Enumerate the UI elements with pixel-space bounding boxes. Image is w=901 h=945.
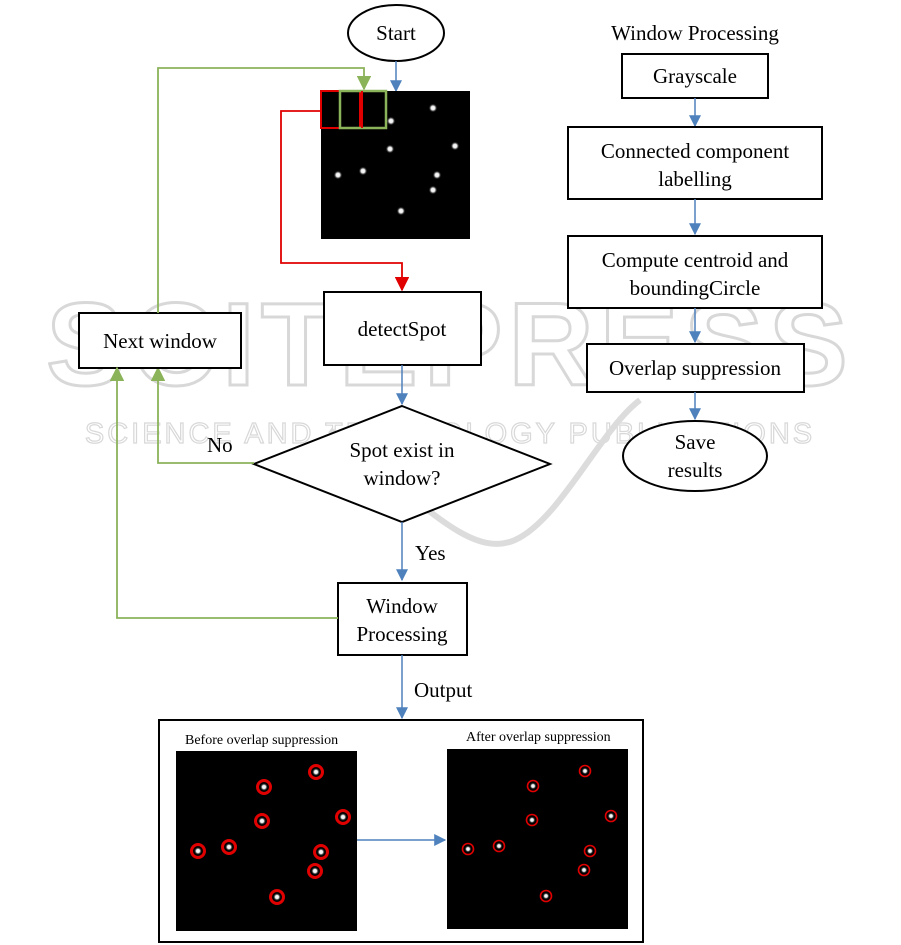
output-label: Output bbox=[414, 678, 473, 702]
detected-spot-ring bbox=[525, 813, 539, 827]
spot bbox=[333, 170, 343, 180]
yes-label: Yes bbox=[415, 541, 446, 565]
spot bbox=[428, 185, 438, 195]
save-line1: Save bbox=[675, 430, 716, 454]
window-processing-box: Window Processing bbox=[337, 582, 468, 656]
start-label: Start bbox=[376, 21, 416, 45]
window-processing-line2: Processing bbox=[357, 622, 448, 646]
decision-line2: window? bbox=[364, 466, 441, 490]
connected-component-box: Connected component labelling bbox=[567, 126, 823, 200]
spot bbox=[542, 892, 550, 900]
after-spots bbox=[461, 764, 618, 903]
window-processing-line1: Window bbox=[366, 594, 438, 618]
spot-exist-decision: Spot exist in window? bbox=[251, 404, 553, 524]
centroid-box: Compute centroid and boundingCircle bbox=[567, 235, 823, 309]
spot bbox=[317, 848, 325, 856]
detect-spot-box: detectSpot bbox=[323, 291, 482, 366]
detected-spot-ring bbox=[221, 839, 237, 855]
spot bbox=[194, 847, 202, 855]
start-node: Start bbox=[347, 4, 445, 62]
detected-spot-ring bbox=[256, 779, 272, 795]
no-label: No bbox=[207, 433, 233, 457]
save-line2: results bbox=[668, 458, 723, 482]
centroid-line1: Compute centroid and bbox=[602, 248, 789, 272]
detected-spot-ring bbox=[577, 863, 591, 877]
detected-spot-ring bbox=[539, 889, 553, 903]
window-processing-title: Window Processing bbox=[611, 21, 779, 45]
grayscale-box: Grayscale bbox=[621, 53, 769, 99]
spot bbox=[396, 206, 406, 216]
detected-spot-ring bbox=[578, 764, 592, 778]
before-caption: Before overlap suppression bbox=[185, 733, 338, 748]
detected-spot-ring bbox=[190, 843, 206, 859]
spot bbox=[529, 782, 537, 790]
detected-spot-ring bbox=[308, 764, 324, 780]
spot bbox=[528, 816, 536, 824]
spot bbox=[581, 767, 589, 775]
spot bbox=[428, 103, 438, 113]
detected-spot-ring bbox=[313, 844, 329, 860]
spot bbox=[386, 116, 396, 126]
spot bbox=[358, 166, 368, 176]
spot bbox=[432, 170, 442, 180]
window-to-detectspot-arrow bbox=[280, 110, 410, 292]
next-window-loop-arrow bbox=[157, 67, 372, 313]
input-spot-image bbox=[320, 89, 470, 239]
decision-line1: Spot exist in bbox=[349, 438, 455, 462]
spot bbox=[312, 768, 320, 776]
spot bbox=[495, 842, 503, 850]
overlap-suppression-box: Overlap suppression bbox=[586, 343, 805, 393]
detected-spot-ring bbox=[269, 889, 285, 905]
detected-spot-ring bbox=[307, 863, 323, 879]
detected-spot-ring bbox=[492, 839, 506, 853]
input-spots bbox=[333, 103, 460, 216]
after-image bbox=[447, 749, 628, 929]
detected-spot-ring bbox=[335, 809, 351, 825]
before-spots bbox=[190, 764, 351, 905]
spot bbox=[450, 141, 460, 151]
spot bbox=[580, 866, 588, 874]
spot bbox=[385, 144, 395, 154]
detect-spot-label: detectSpot bbox=[358, 317, 447, 341]
connected-line2: labelling bbox=[658, 167, 732, 191]
detected-spot-ring bbox=[254, 813, 270, 829]
spot bbox=[273, 893, 281, 901]
detected-spot-ring bbox=[526, 779, 540, 793]
spot bbox=[464, 845, 472, 853]
spot bbox=[339, 813, 347, 821]
detected-spot-ring bbox=[461, 842, 475, 856]
next-window-box: Next window bbox=[78, 312, 242, 369]
centroid-line2: boundingCircle bbox=[630, 276, 761, 300]
processing-loop-arrow bbox=[109, 366, 338, 619]
spot bbox=[260, 783, 268, 791]
detected-spot-ring bbox=[604, 809, 618, 823]
no-branch-arrow bbox=[150, 366, 254, 464]
after-caption: After overlap suppression bbox=[466, 730, 611, 745]
save-results-node: Save results bbox=[622, 420, 768, 492]
spot bbox=[225, 843, 233, 851]
spot bbox=[311, 867, 319, 875]
grayscale-label: Grayscale bbox=[653, 64, 737, 88]
next-window-label: Next window bbox=[103, 329, 218, 353]
before-image bbox=[176, 751, 357, 931]
output-panel: Before overlap suppression After overlap… bbox=[158, 719, 644, 943]
spot bbox=[258, 817, 266, 825]
connected-line1: Connected component bbox=[601, 139, 790, 163]
overlap-label: Overlap suppression bbox=[609, 356, 782, 380]
detected-spot-ring bbox=[583, 844, 597, 858]
spot bbox=[607, 812, 615, 820]
spot bbox=[586, 847, 594, 855]
